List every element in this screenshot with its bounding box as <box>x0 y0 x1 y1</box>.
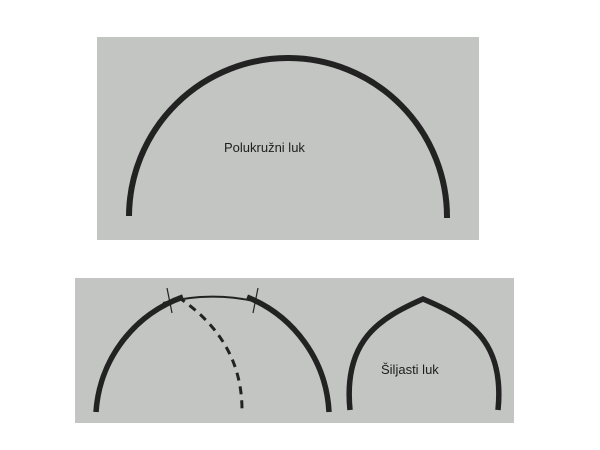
intersection-tick-right <box>252 287 259 314</box>
intersection-tick-left <box>166 287 173 314</box>
construction-arc-right <box>245 294 332 413</box>
construction-arc-top <box>162 295 263 304</box>
pointed-arch-curve <box>346 296 502 411</box>
construction-arc-left <box>93 294 184 413</box>
semicircular-arch-panel <box>97 37 479 240</box>
construction-arc-dashed <box>177 295 244 411</box>
semicircular-arch-label: Polukružni luk <box>224 140 305 155</box>
pointed-arch-label: Šiljasti luk <box>381 362 439 377</box>
pointed-arch-construction-panel <box>75 278 514 423</box>
semicircular-arch-curve <box>126 55 451 219</box>
